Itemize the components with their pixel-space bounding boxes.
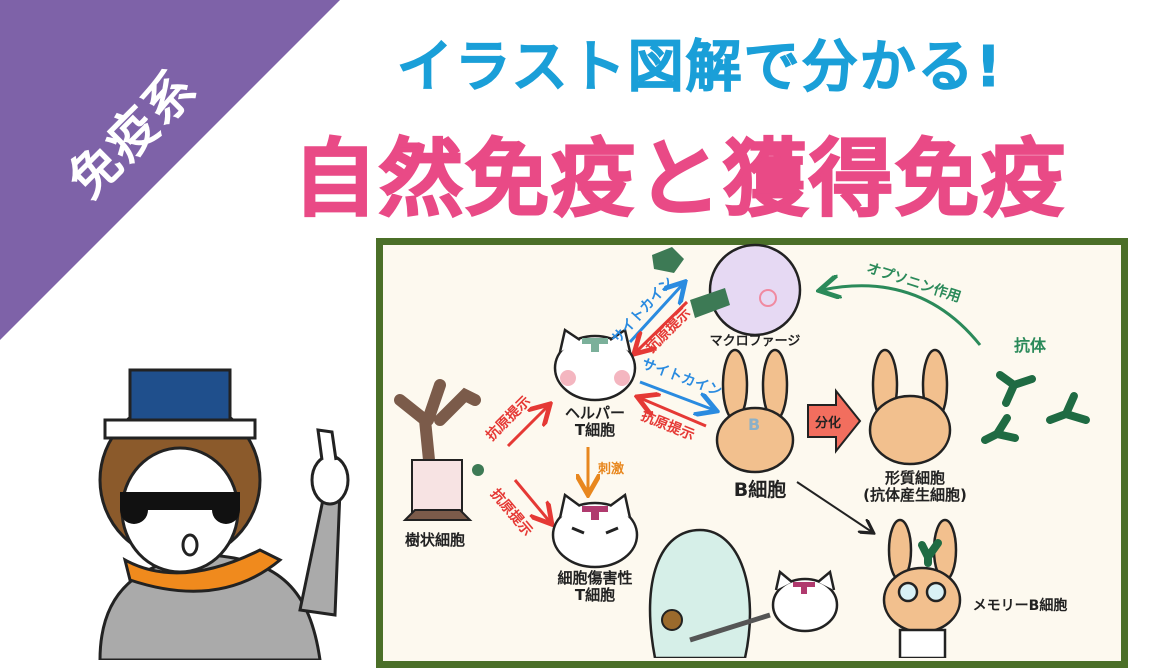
label-plasma-cell-1: 形質細胞: [884, 469, 945, 487]
helper-t-cat-icon: [553, 327, 637, 402]
label-cytotoxic-t-1: 細胞傷害性: [557, 569, 633, 587]
svg-text:B: B: [748, 415, 760, 434]
arrow-antigen-dendritic-helper: [506, 406, 548, 448]
label-stimulus: 刺激: [598, 462, 625, 477]
category-tag-background: [0, 0, 340, 340]
memory-b-rabbit-icon: [882, 518, 962, 658]
label-b-cell: B細胞: [733, 479, 787, 501]
cancer-cell-egg-icon: [648, 528, 752, 658]
arrow-antigen-macrophage-helper: [636, 300, 689, 352]
page-title: 自然免疫と獲得免疫: [292, 129, 1067, 229]
label-differentiation: 分化: [815, 416, 842, 431]
label-memory-b-cell: メモリーB細胞: [972, 598, 1068, 614]
differentiation-arrow-icon: [807, 388, 862, 454]
b-cell-rabbit-icon: B: [715, 348, 795, 474]
arrow-antigen-b-helper: [640, 398, 707, 428]
label-helper-t-1: ヘルパー: [564, 404, 625, 422]
antibody-icon: [918, 371, 1090, 567]
label-plasma-cell-2: (抗体産生細胞): [863, 486, 967, 504]
arrow-b-memory: [796, 481, 872, 532]
cytotoxic-t-cat-icon: [551, 492, 639, 569]
arrow-cytokine-helper-b: [639, 380, 714, 410]
label-dendritic-cell: 樹状細胞: [404, 531, 465, 549]
label-macrophage: マクロファージ: [709, 334, 801, 349]
dendritic-cell-tree-icon: [394, 379, 484, 521]
subtitle: イラスト図解で分かる!: [396, 35, 1004, 101]
label-antibody: 抗体: [1013, 336, 1046, 355]
label-cytotoxic-t-2: T細胞: [574, 586, 616, 604]
plasma-cell-rabbit-icon: [868, 348, 952, 466]
label-helper-t-2: T細胞: [574, 421, 616, 439]
cytotoxic-t-cat-knife-icon: [689, 569, 839, 643]
arrow-antigen-dendritic-cytotoxic: [513, 479, 550, 522]
arrow-opsonization: [822, 286, 982, 346]
presenter-with-hat-icon: [98, 368, 350, 660]
macrophage-icon: [652, 243, 802, 337]
